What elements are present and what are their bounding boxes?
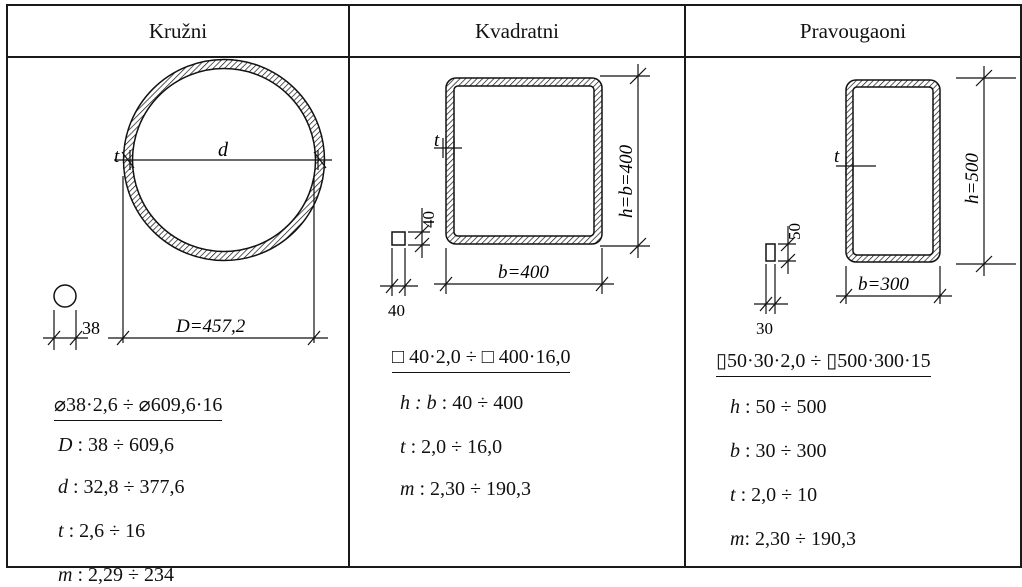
small-dim-label: 38: [82, 318, 100, 338]
b-dim-label: b=400: [498, 262, 549, 283]
spec-h: h : 50 ÷ 500: [730, 396, 827, 418]
h-dim-label: h=500: [962, 153, 983, 204]
spec-b: b : 30 ÷ 300: [730, 440, 827, 462]
small-rect-icon: [765, 243, 776, 262]
spec-t: t : 2,0 ÷ 16,0: [400, 436, 503, 458]
header-circular: Kružni: [6, 4, 350, 58]
range-title-rectangular: ▯50·30·2,0 ÷ ▯500·300·15: [716, 348, 931, 377]
small-h-label: 40: [419, 211, 438, 228]
t-dim-label: t: [434, 130, 440, 151]
small-b-label: 30: [756, 319, 773, 338]
t-dim-label: t: [114, 146, 120, 167]
t-dim-label: t: [834, 146, 840, 167]
cell-circular: t d D=457,2 38: [6, 56, 350, 586]
header-square: Kvadratni: [348, 4, 686, 58]
spec-m: m : 2,29 ÷ 234: [58, 564, 174, 586]
spec-m: m : 2,30 ÷ 190,3: [400, 478, 531, 500]
square-section-drawing: t h=b=400 b=400: [380, 64, 650, 320]
small-tube-icon: [53, 284, 77, 308]
hb-dim-label: h=b=400: [616, 144, 637, 218]
circular-section-drawing: t d D=457,2 38: [43, 58, 332, 350]
header-rectangular: Pravougaoni: [684, 4, 1022, 58]
cell-rectangular: t h=500 b=300: [684, 56, 1022, 568]
D-dim-label: D=457,2: [175, 316, 246, 337]
profiles-table: Kružni Kvadratni Pravougaoni: [6, 4, 1022, 586]
spec-t: t : 2,0 ÷ 10: [730, 484, 818, 506]
spec-D: D : 38 ÷ 609,6: [58, 434, 174, 456]
spec-t: t : 2,6 ÷ 16: [58, 520, 146, 542]
small-square-icon: [391, 231, 406, 246]
spec-d: d : 32,8 ÷ 377,6: [58, 476, 185, 498]
range-title-circular: ⌀38·2,6 ÷ ⌀609,6·16: [54, 392, 223, 421]
spec-hb: h : b : 40 ÷ 400: [400, 392, 524, 414]
range-title-square: □ 40·2,0 ÷ □ 400·16,0: [392, 346, 571, 373]
cell-square: t h=b=400 b=400: [348, 56, 686, 568]
small-h-label: 50: [785, 223, 804, 240]
small-b-label: 40: [388, 301, 405, 320]
rectangular-section-drawing: t h=500 b=300: [754, 66, 1016, 338]
spec-m: m: 2,30 ÷ 190,3: [730, 528, 856, 550]
b-dim-label: b=300: [858, 274, 909, 295]
d-dim-label: d: [218, 139, 229, 161]
